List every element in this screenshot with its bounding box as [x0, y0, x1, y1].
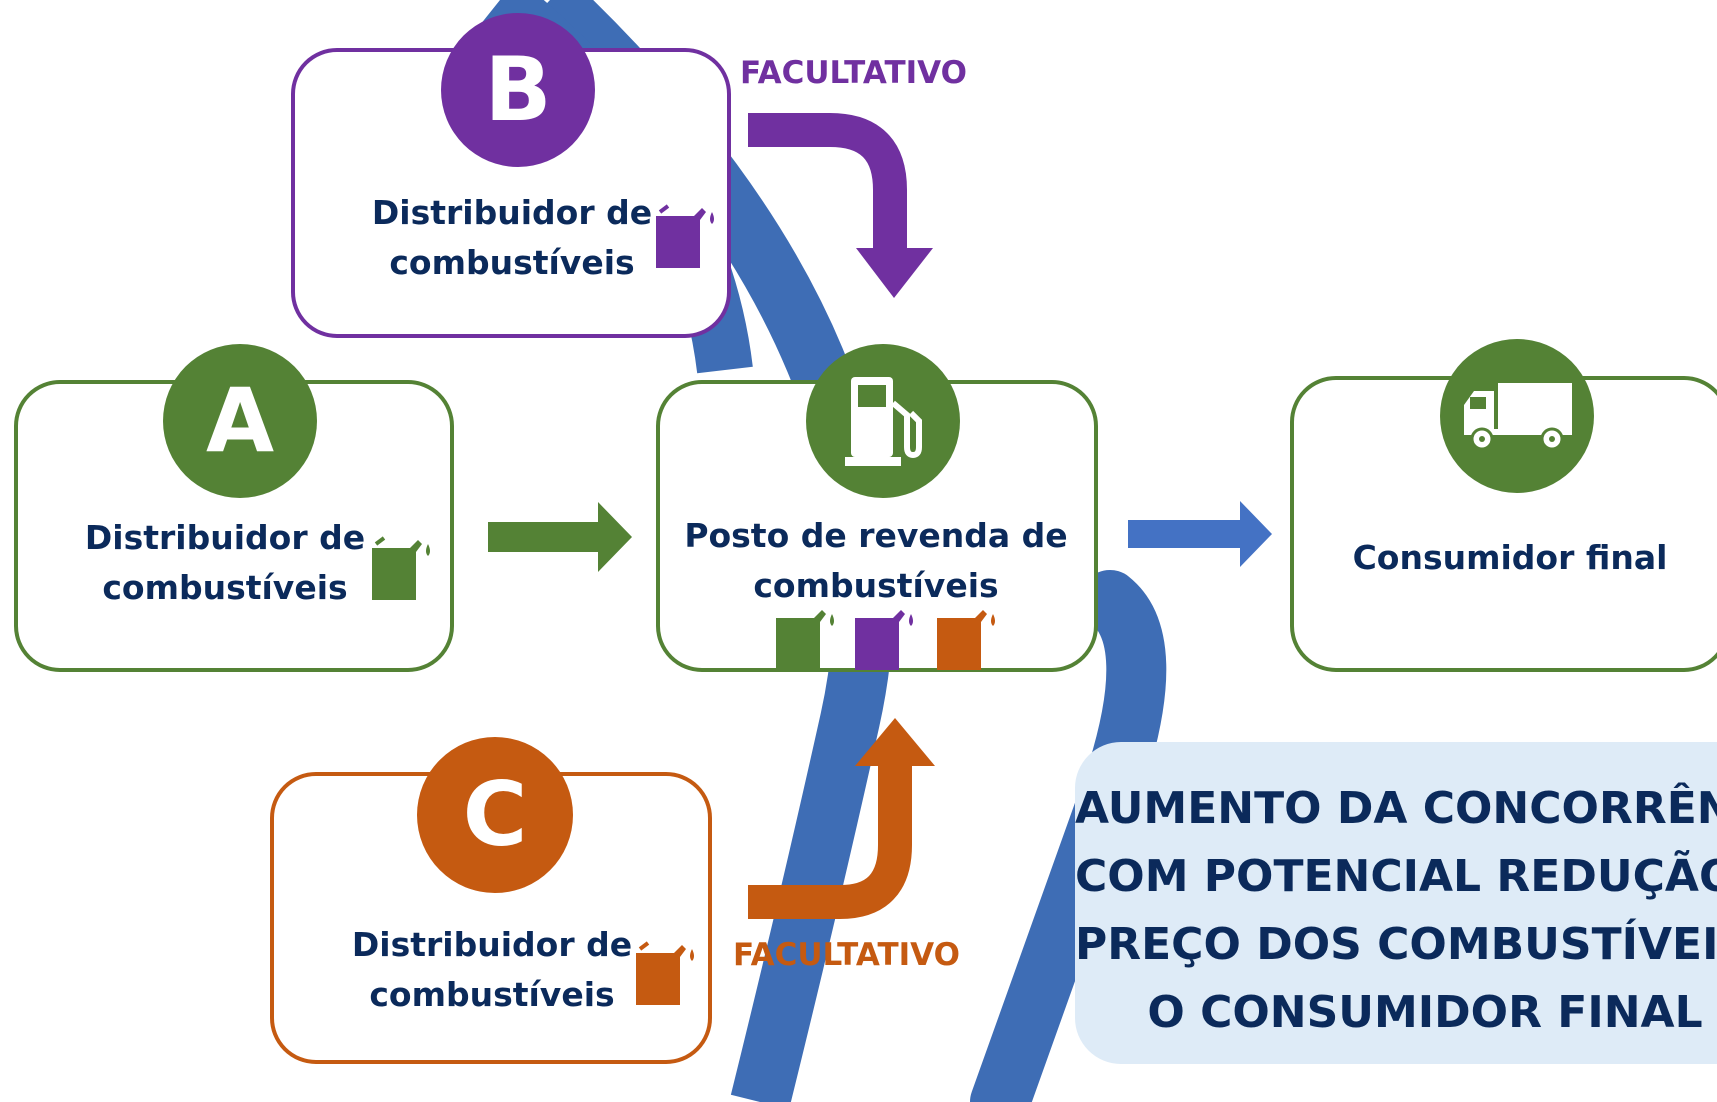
distributor-c-label-line1: Distribuidor de: [351, 925, 633, 964]
arrow-a-to-station: [488, 502, 632, 572]
distributor-a-label-line2: combustíveis: [102, 568, 348, 607]
distributor-a-label: Distribuidor de combustíveis: [70, 513, 380, 613]
fuel-pump-icon: [845, 377, 922, 466]
distributor-b-facultative-tag: FACULTATIVO: [740, 55, 967, 91]
distributor-b-letter: B: [484, 38, 552, 141]
distributor-c-letter: C: [462, 763, 528, 866]
note-line-2: COM POTENCIAL REDUÇÃO DO: [1075, 851, 1717, 902]
station-orange-fuel-can-icon: [937, 610, 995, 670]
distributor-b-label-line1: Distribuidor de: [371, 193, 653, 232]
distributor-b-label: Distribuidor de combustíveis: [357, 188, 667, 288]
arrow-station-to-consumer: [1128, 501, 1272, 567]
distributor-b-label-line2: combustíveis: [389, 243, 635, 282]
arrow-c-to-station: [748, 762, 912, 919]
note-panel: [1075, 742, 1717, 1064]
distributor-b-fuel-can-icon: [656, 204, 714, 268]
distributor-a-fuel-can-icon: [372, 536, 430, 600]
station-green-fuel-can-icon: [776, 610, 834, 670]
distributor-a-badge: A: [163, 344, 317, 498]
truck-icon: [1464, 383, 1572, 451]
distributor-b-badge: B: [441, 13, 595, 167]
note-line-1: AUMENTO DA CONCORRÊNCIA: [1075, 783, 1717, 834]
arrow-b-to-station: [748, 113, 907, 252]
station-label: Posto de revenda de combustíveis: [676, 511, 1076, 611]
distributor-c-label: Distribuidor de combustíveis: [337, 920, 647, 1020]
distributor-a-label-line1: Distribuidor de: [84, 518, 366, 557]
station-badge: [806, 344, 960, 498]
station-label-line1: Posto de revenda de: [684, 516, 1068, 555]
consumer-label: Consumidor final: [1340, 533, 1680, 583]
station-label-line2: combustíveis: [753, 566, 999, 605]
consumer-badge: [1440, 339, 1594, 493]
distributor-c-fuel-can-icon: [636, 941, 694, 1005]
note-line-3: PREÇO DOS COMBUSTÍVEIS PARA: [1075, 919, 1717, 970]
arrow-c-head: [855, 718, 935, 766]
consumer-label-text: Consumidor final: [1352, 538, 1668, 577]
arrow-b-head: [856, 248, 933, 298]
distributor-c-label-line2: combustíveis: [369, 975, 615, 1014]
distributor-a-letter: A: [205, 369, 275, 472]
station-purple-fuel-can-icon: [855, 610, 913, 670]
distributor-c-facultative-tag: FACULTATIVO: [733, 937, 960, 973]
distributor-c-badge: C: [417, 737, 573, 893]
note-text: AUMENTO DA CONCORRÊNCIA COM POTENCIAL RE…: [1075, 775, 1717, 1047]
note-line-4: O CONSUMIDOR FINAL: [1147, 987, 1703, 1038]
